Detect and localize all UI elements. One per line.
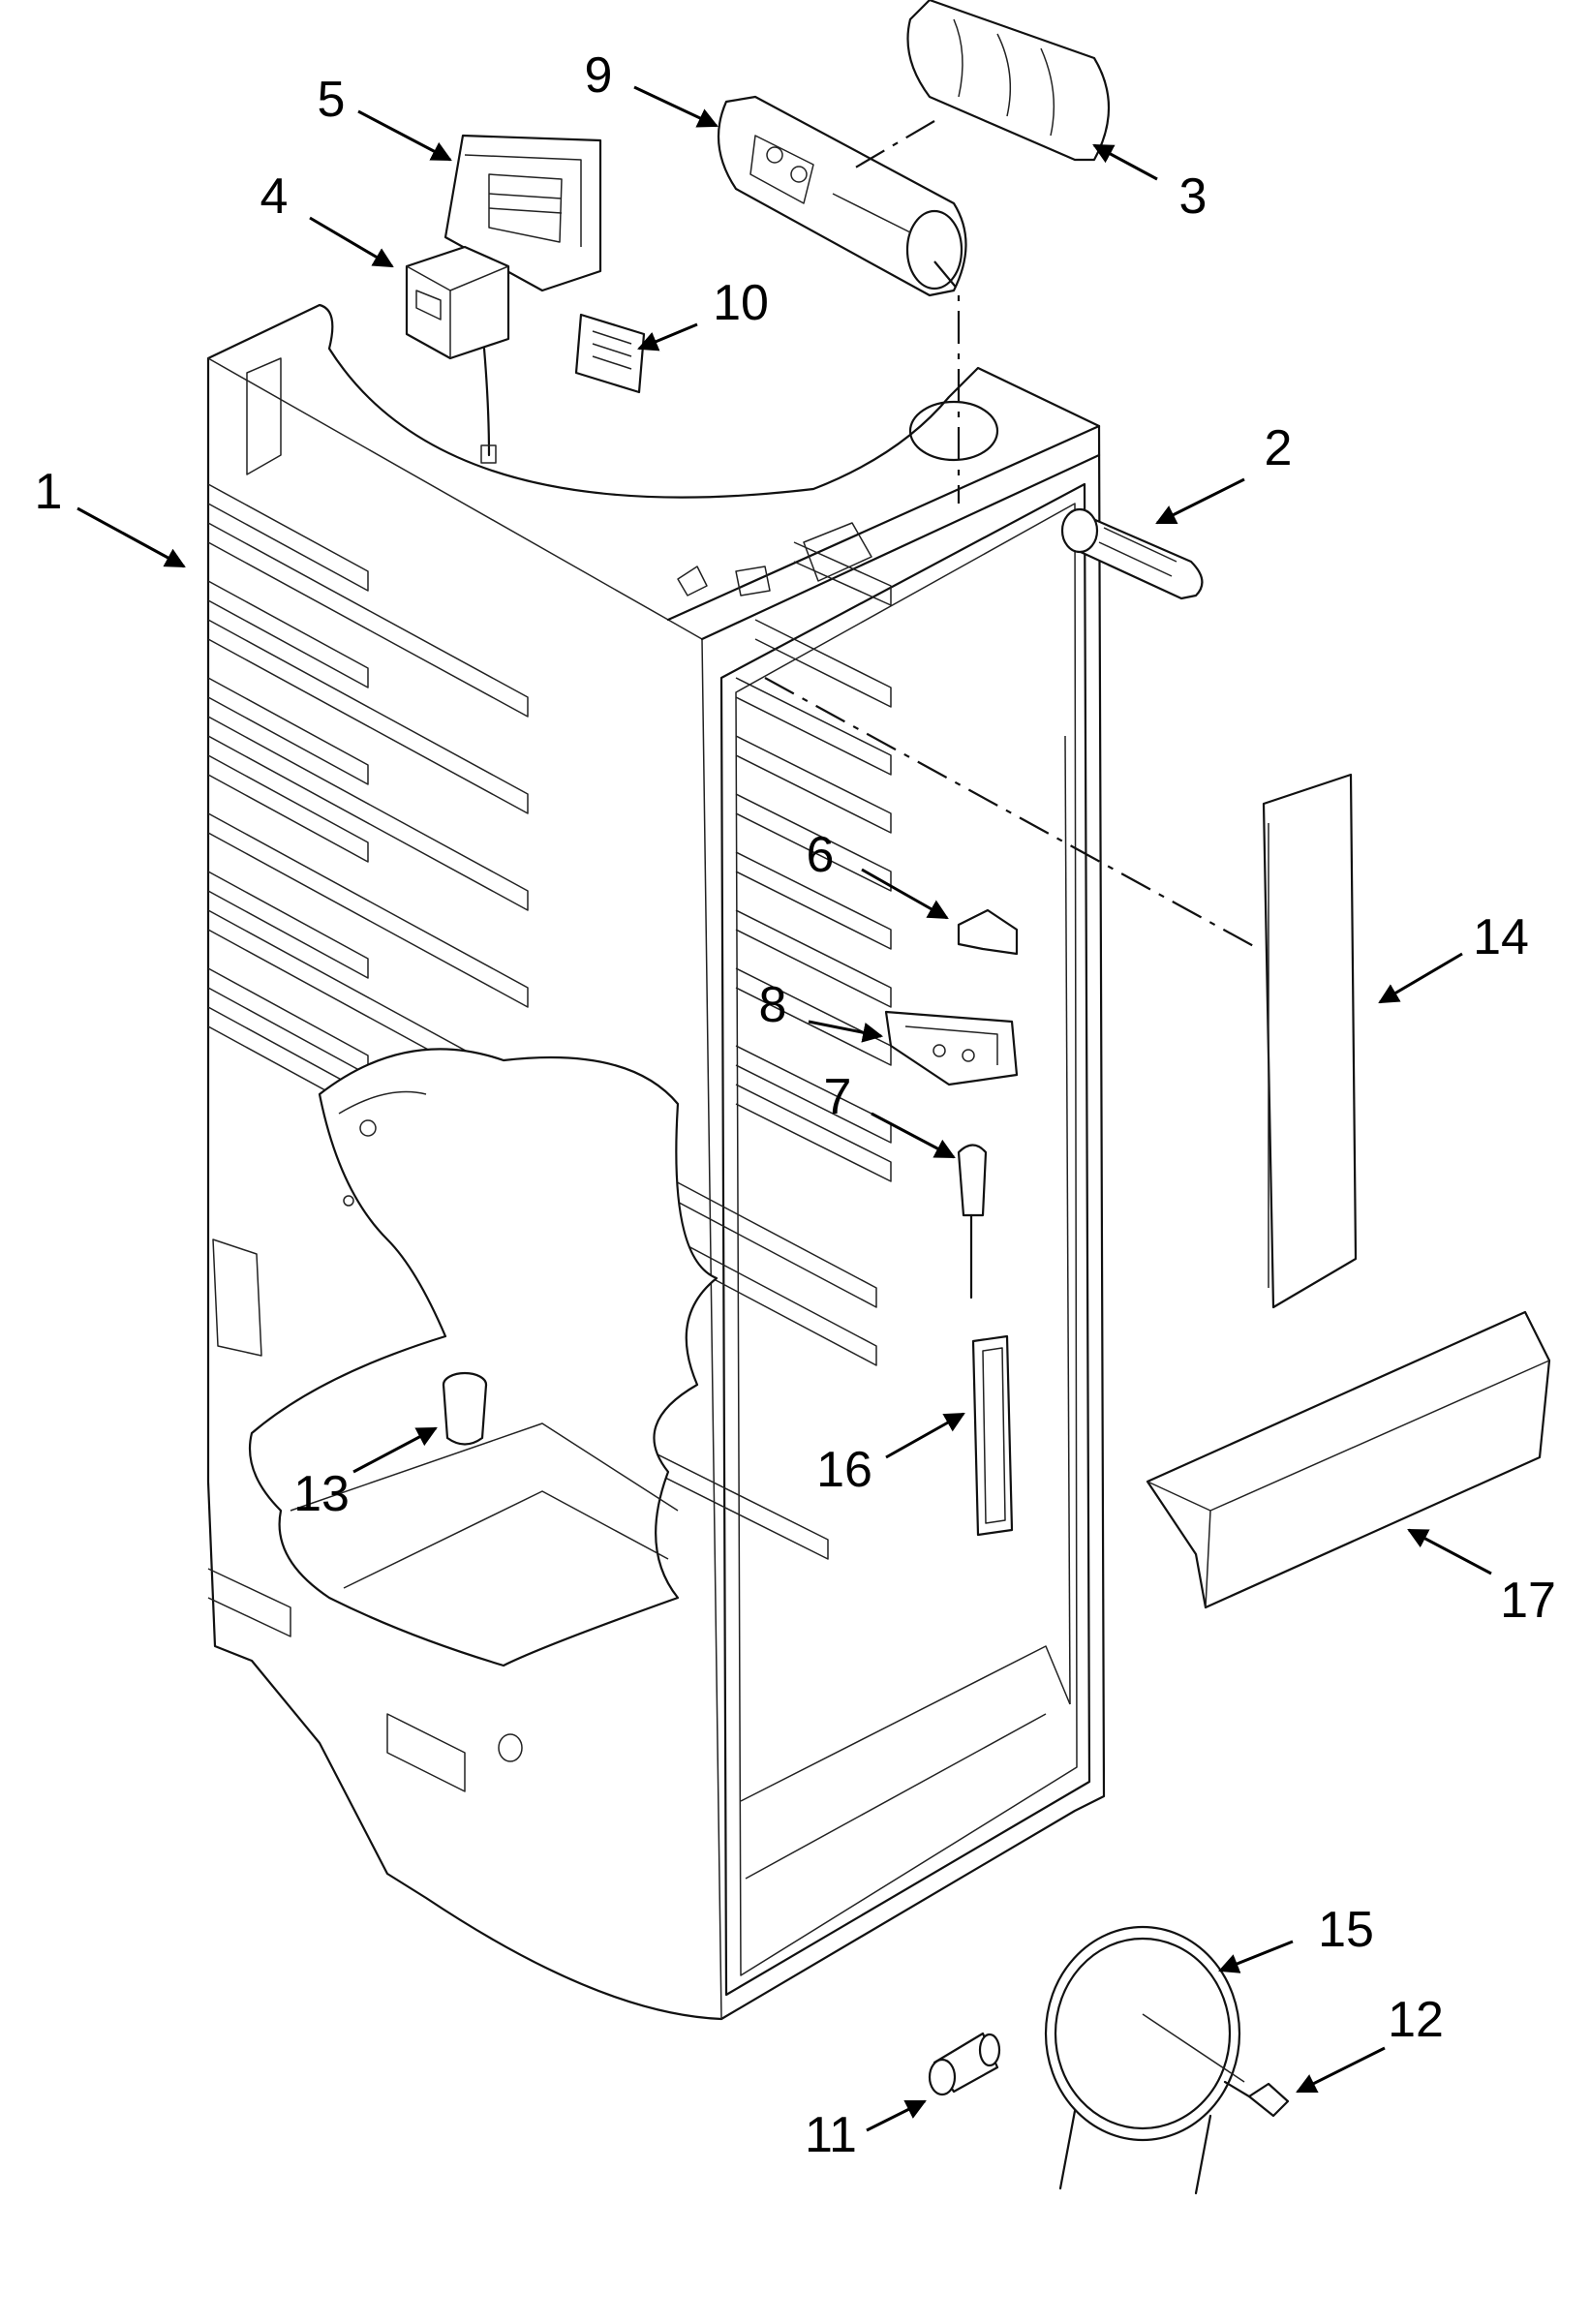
part-13-plug xyxy=(442,1371,488,1446)
part-8-light-housing xyxy=(884,1010,1019,1086)
part-3-control-cover xyxy=(906,0,1110,162)
part-14-back-panel xyxy=(1262,773,1358,1309)
callout-label-7: 7 xyxy=(824,1069,852,1125)
part-12-screw xyxy=(1223,2080,1290,2118)
callout-label-4: 4 xyxy=(260,168,289,225)
callout-label-15: 15 xyxy=(1318,1902,1374,1958)
part-17-trim xyxy=(1146,1310,1551,1609)
part-4-control-module xyxy=(405,245,510,464)
part-9-control-housing xyxy=(717,95,967,297)
part-2-light-socket xyxy=(1060,507,1204,600)
leader-line-9-cabinet xyxy=(933,260,961,504)
callout-label-1: 1 xyxy=(35,464,63,520)
callout-label-14: 14 xyxy=(1473,909,1529,965)
callout-label-10: 10 xyxy=(713,275,769,331)
part-7-sensor xyxy=(957,1144,988,1300)
part-6-clip xyxy=(957,908,1019,956)
callout-label-8: 8 xyxy=(759,977,787,1033)
right-shelf-rails xyxy=(556,541,892,1560)
callout-label-6: 6 xyxy=(807,827,835,883)
lower-side-detail xyxy=(207,1238,523,1792)
part-16-light-lens xyxy=(971,1334,1014,1537)
callout-label-9: 9 xyxy=(585,47,613,104)
callout-label-2: 2 xyxy=(1265,420,1293,476)
callout-label-12: 12 xyxy=(1388,1992,1444,2048)
callout-label-11: 11 xyxy=(805,2107,857,2163)
part-10-vent-grille xyxy=(574,313,646,394)
leader-line-14 xyxy=(764,677,1260,950)
callout-label-13: 13 xyxy=(293,1466,350,1522)
callout-label-16: 16 xyxy=(816,1442,872,1498)
part-15-tube-coil xyxy=(1044,1925,1245,2195)
left-shelf-rails xyxy=(207,483,529,1202)
part-5-fan-assembly xyxy=(443,134,602,292)
leader-line-3-9 xyxy=(851,120,935,170)
callout-label-17: 17 xyxy=(1500,1573,1556,1629)
part-11-fitting xyxy=(928,2032,1001,2096)
callout-labels: 1 2 3 4 5 6 7 8 9 10 11 12 13 14 15 16 1… xyxy=(35,47,1556,2163)
liner-cutaway xyxy=(248,1048,719,1667)
callout-arrows xyxy=(76,85,1492,2132)
callout-label-5: 5 xyxy=(318,72,346,128)
callout-label-3: 3 xyxy=(1179,168,1208,225)
